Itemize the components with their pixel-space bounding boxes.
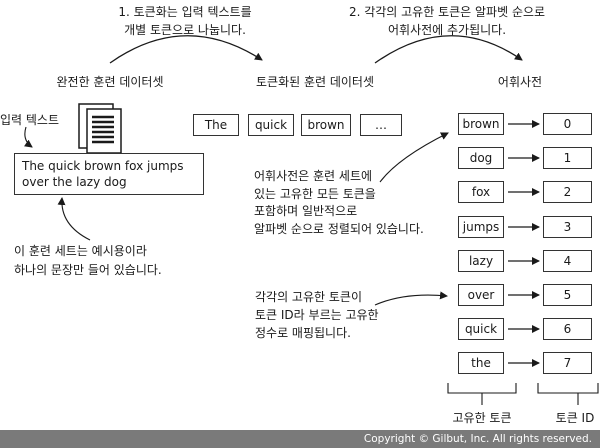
vocab-token-box: quick bbox=[458, 318, 504, 340]
vocab-token-box: brown bbox=[458, 113, 504, 135]
vocab-token-box: fox bbox=[458, 181, 504, 203]
vocab-id-box: 4 bbox=[543, 250, 592, 272]
vocab-token-box: dog bbox=[458, 147, 504, 169]
mapping-note-line1: 각각의 고유한 토큰이 bbox=[255, 290, 362, 304]
sample-note-line1: 이 훈련 세트는 예시용이라 bbox=[14, 244, 147, 258]
sample-note-line2: 하나의 문장만 들어 있습니다. bbox=[14, 263, 162, 277]
vocab-note-line3: 포함하며 일반적으로 bbox=[254, 204, 358, 218]
vocab-token-box: jumps bbox=[458, 216, 504, 238]
mapping-note-arrow bbox=[374, 291, 448, 306]
vocab-id-box: 1 bbox=[543, 147, 592, 169]
input-text-box: The quick brown fox jumps over the lazy … bbox=[14, 153, 204, 195]
mapping-note-line3: 정수로 매핑됩니다. bbox=[255, 326, 351, 340]
input-text-label: 입력 텍스트 bbox=[0, 113, 60, 127]
mapping-note-line2: 토큰 ID라 부르는 고유한 bbox=[255, 308, 379, 322]
token-ids-bracket bbox=[537, 383, 599, 394]
vocab-id-box: 7 bbox=[543, 352, 592, 374]
step1-line1: 1. 토큰화는 입력 텍스트를 bbox=[118, 5, 252, 19]
token-box-quick: quick bbox=[248, 114, 294, 136]
vocab-note-line1: 어휘사전은 훈련 세트에 bbox=[254, 169, 373, 183]
step2-line1: 2. 각각의 고유한 토큰은 알파벳 순으로 bbox=[348, 5, 546, 19]
step2-arc-arrow bbox=[374, 35, 523, 64]
tokenized-dataset-header: 토큰화된 훈련 데이터셋 bbox=[255, 75, 375, 89]
input-text-line1: The quick brown fox jumps bbox=[22, 159, 184, 173]
step1-arc-arrow bbox=[109, 35, 263, 64]
step2-line2: 어휘사전에 추가됩니다. bbox=[387, 23, 507, 37]
vocab-note-line2: 있는 고유한 모든 토큰을 bbox=[254, 186, 376, 201]
document-icon bbox=[78, 103, 122, 154]
vocab-id-box: 3 bbox=[543, 216, 592, 238]
token-box-brown: brown bbox=[301, 114, 351, 136]
unique-tokens-bracket bbox=[447, 383, 517, 394]
vocab-id-box: 6 bbox=[543, 318, 592, 340]
vocab-token-box: over bbox=[458, 284, 504, 306]
token-box-the: The bbox=[193, 114, 239, 136]
vocab-id-box: 0 bbox=[543, 113, 592, 135]
vocab-note-arrow bbox=[379, 132, 449, 183]
vocab-id-box: 2 bbox=[543, 181, 592, 203]
full-dataset-header: 완전한 훈련 데이터셋 bbox=[56, 75, 164, 89]
vocab-note-line4: 알파벳 순으로 정렬되어 있습니다. bbox=[254, 221, 424, 236]
input-text-line2: over the lazy dog bbox=[22, 175, 127, 189]
sample-note-arrow bbox=[57, 197, 91, 241]
vocab-id-box: 5 bbox=[543, 284, 592, 306]
vocab-token-box: the bbox=[458, 352, 504, 374]
vocabulary-header: 어휘사전 bbox=[497, 75, 543, 89]
step1-line2: 개별 토큰으로 나눕니다. bbox=[124, 23, 246, 37]
token-ids-label: 토큰 ID bbox=[555, 411, 595, 425]
input-label-arrow bbox=[23, 126, 33, 148]
token-box-ellipsis: … bbox=[360, 114, 402, 136]
mapping-arrows bbox=[508, 120, 540, 367]
unique-tokens-label: 고유한 토큰 bbox=[452, 411, 512, 425]
vocab-token-box: lazy bbox=[458, 250, 504, 272]
copyright-footer: Copyright © Gilbut, Inc. All rights rese… bbox=[0, 430, 600, 448]
